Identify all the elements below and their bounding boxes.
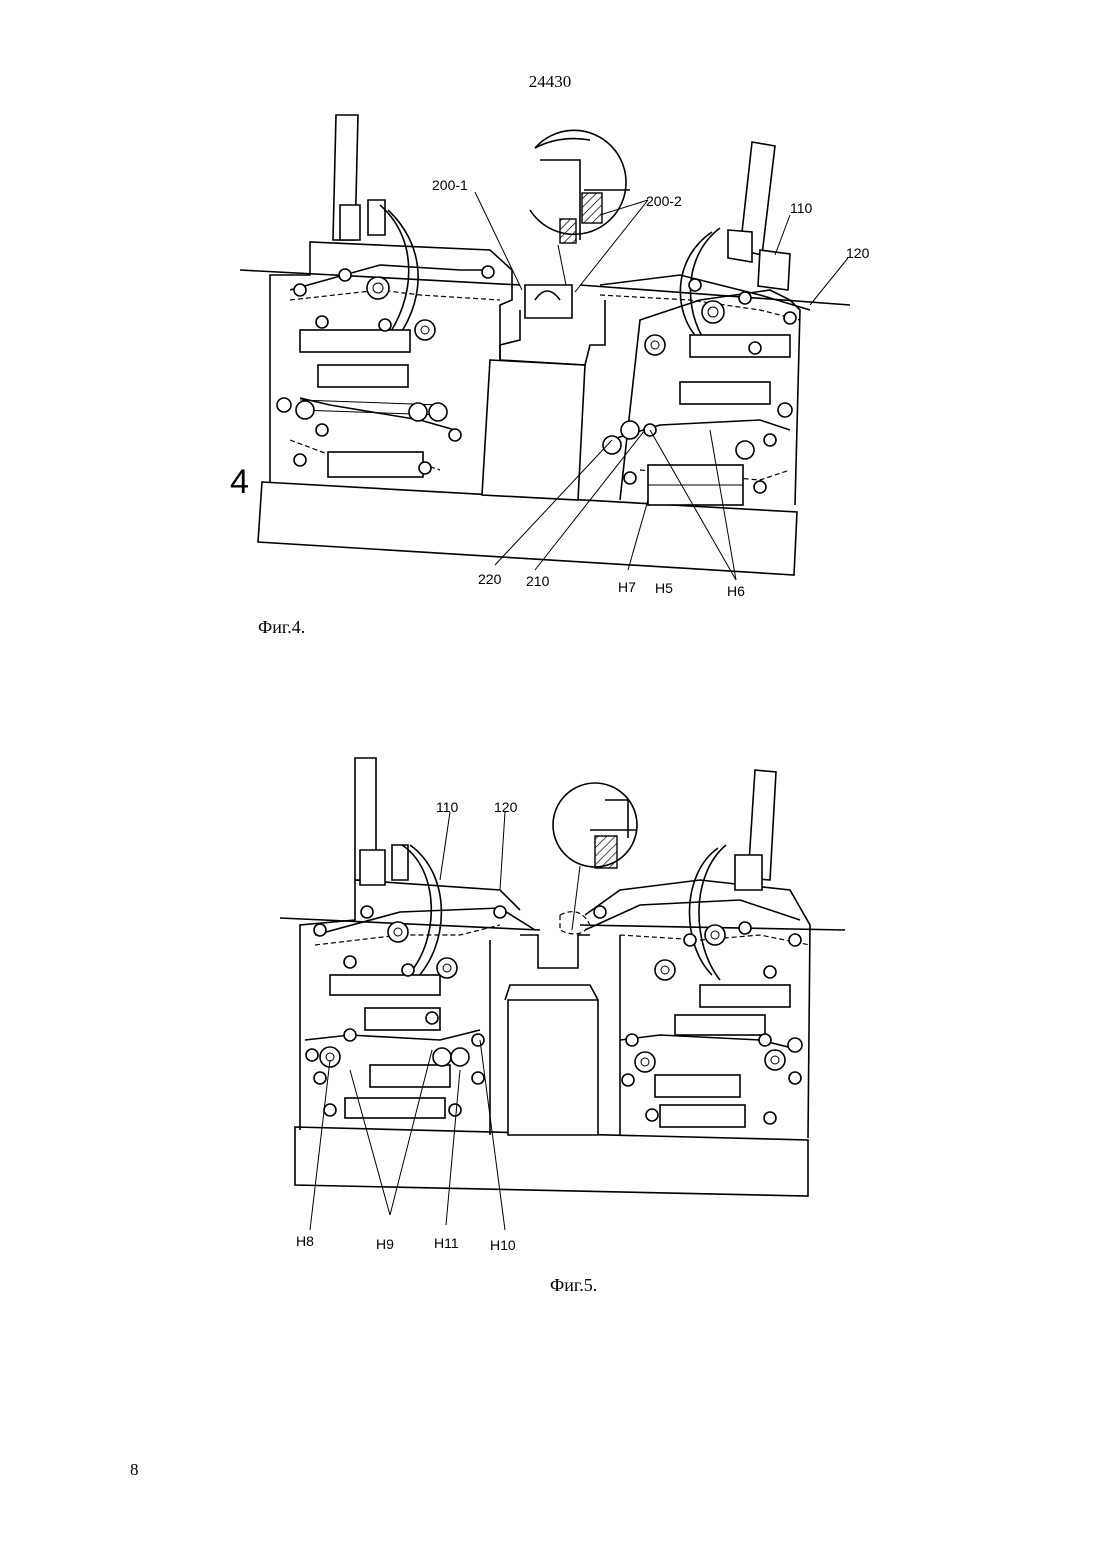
figure-5-caption: Фиг.5. — [550, 1275, 597, 1296]
right-cylinder-1-fig5 — [700, 985, 790, 1007]
label-120-fig5: 120 — [494, 799, 518, 815]
label-H11: H11 — [434, 1235, 459, 1251]
label-H6: H6 — [727, 583, 745, 599]
right-clamp-arm-fig5 — [689, 848, 718, 975]
figure-5-drawing: 110 120 H8 H9 H11 H10 — [280, 758, 845, 1253]
left-cylinder-3-fig5 — [370, 1065, 450, 1087]
hatched-block-upper — [582, 193, 602, 223]
central-column-fig5 — [508, 1000, 598, 1135]
block-110 — [758, 250, 790, 290]
figure-4-drawing: 200-1 200-2 110 120 220 210 H7 H5 H6 4 — [230, 115, 870, 599]
label-H8: H8 — [296, 1233, 314, 1249]
label-110: 110 — [790, 200, 813, 216]
right-cylinder-4-fig5 — [660, 1105, 745, 1127]
left-cylinder-3 — [328, 452, 423, 477]
side-marker-4: 4 — [230, 463, 249, 501]
label-110-fig5: 110 — [436, 799, 459, 815]
central-column — [482, 360, 585, 500]
left-cylinder-2 — [318, 365, 408, 387]
label-120: 120 — [846, 245, 870, 261]
label-H7: H7 — [618, 579, 636, 595]
label-200-2: 200-2 — [646, 193, 682, 209]
label-H10: H10 — [490, 1237, 516, 1253]
page-number: 8 — [130, 1460, 139, 1480]
right-cylinder-1 — [690, 335, 790, 357]
hatched-block-lower — [560, 219, 576, 243]
left-cylinder-1-fig5 — [330, 975, 440, 995]
right-cylinder-2 — [680, 382, 770, 404]
label-H9: H9 — [376, 1236, 394, 1252]
label-210: 210 — [526, 573, 550, 589]
detail-view-fig4 — [530, 130, 630, 285]
label-220: 220 — [478, 571, 502, 587]
right-cylinder-3-fig5 — [655, 1075, 740, 1097]
label-200-1: 200-1 — [432, 177, 468, 193]
base-plate-fig5 — [295, 1127, 808, 1196]
left-cylinder-1 — [300, 330, 410, 352]
figure-4-caption: Фиг.4. — [258, 617, 305, 638]
hatched-block-fig5 — [595, 836, 617, 868]
right-cylinder-2-fig5 — [675, 1015, 765, 1035]
label-H5: H5 — [655, 580, 673, 596]
center-die — [525, 285, 572, 318]
